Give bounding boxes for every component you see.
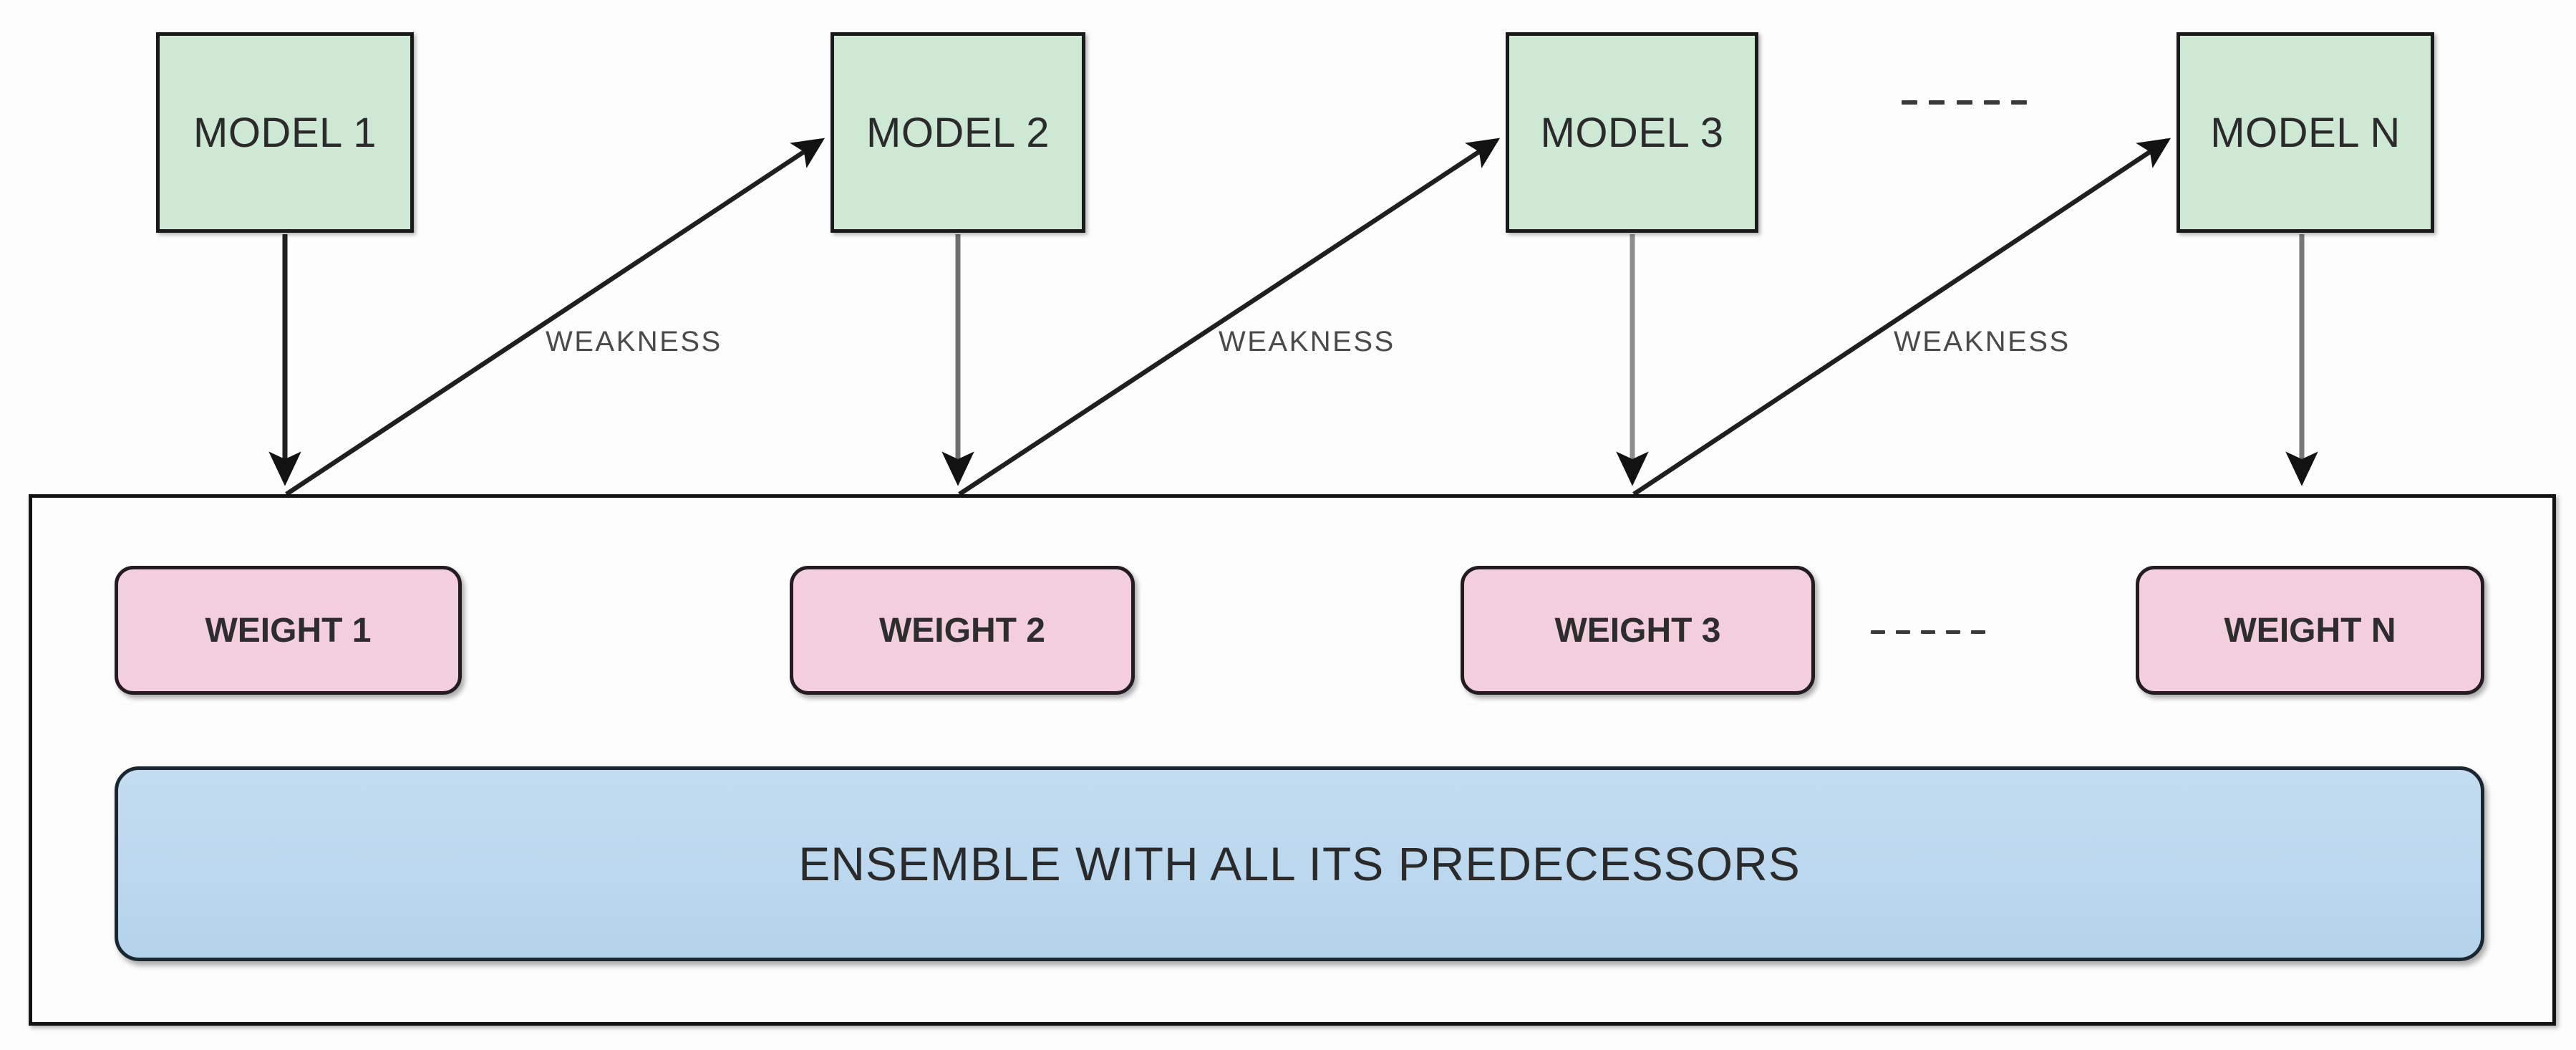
weakness-label-2: WEAKNESS bbox=[1219, 326, 1395, 357]
model-box-1[interactable]: MODEL 1 bbox=[156, 32, 414, 233]
weight-2-label: WEIGHT 2 bbox=[878, 611, 1045, 650]
weight-n-label: WEIGHT N bbox=[2224, 611, 2396, 650]
weight-1-label: WEIGHT 1 bbox=[205, 611, 372, 650]
model-n-label: MODEL N bbox=[2210, 109, 2401, 156]
ensemble-container: Let's Enhance .io WEIGHT 1 WEIGHT 2 WEIG… bbox=[29, 494, 2556, 1026]
model-2-label: MODEL 2 bbox=[866, 109, 1050, 156]
weight-chip-n[interactable]: WEIGHT N bbox=[2136, 566, 2484, 695]
weakness-label-1: WEAKNESS bbox=[546, 326, 722, 357]
weight-chip-3[interactable]: WEIGHT 3 bbox=[1461, 566, 1815, 695]
model-3-label: MODEL 3 bbox=[1540, 109, 1724, 156]
ensemble-bar-label: ENSEMBLE WITH ALL ITS PREDECESSORS bbox=[798, 837, 1801, 890]
ensemble-bar[interactable]: ENSEMBLE WITH ALL ITS PREDECESSORS bbox=[115, 766, 2484, 961]
model-1-label: MODEL 1 bbox=[193, 109, 377, 156]
models-ellipsis-separator bbox=[1902, 99, 2027, 106]
weight-3-label: WEIGHT 3 bbox=[1554, 611, 1721, 650]
weight-chip-2[interactable]: WEIGHT 2 bbox=[790, 566, 1135, 695]
model-box-2[interactable]: MODEL 2 bbox=[831, 32, 1085, 233]
model-box-n[interactable]: MODEL N bbox=[2176, 32, 2434, 233]
weakness-label-3: WEAKNESS bbox=[1894, 326, 2071, 357]
weights-ellipsis-separator bbox=[1871, 628, 1985, 635]
model-box-3[interactable]: MODEL 3 bbox=[1506, 32, 1758, 233]
weight-chip-1[interactable]: WEIGHT 1 bbox=[115, 566, 462, 695]
